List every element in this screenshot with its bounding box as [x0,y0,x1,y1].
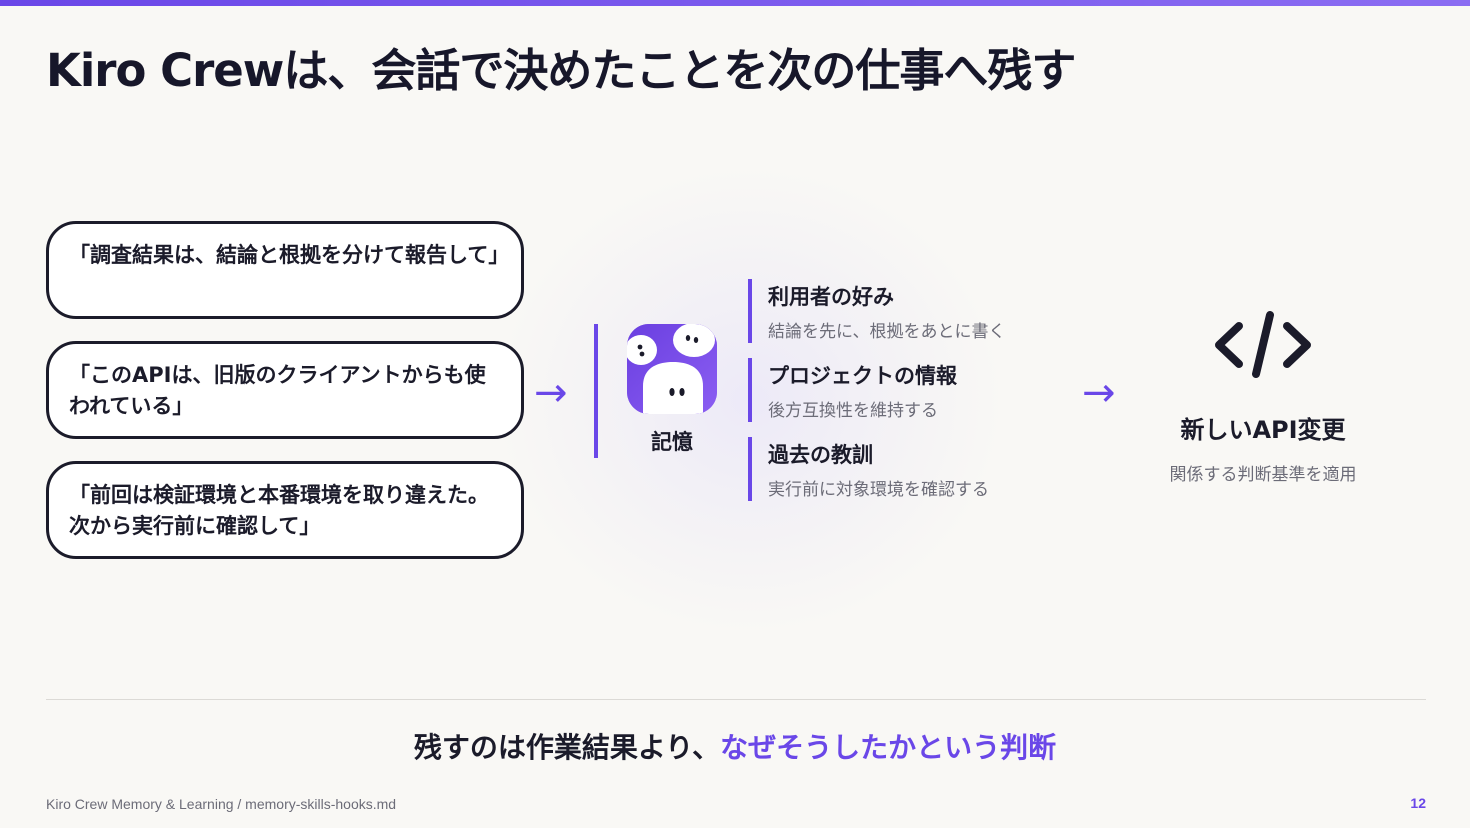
quote-list: 「調査結果は、結論と根拠を分けて報告して」 「このAPIは、旧版のクライアントか… [46,221,524,581]
result-title: 新しいAPI変更 [1180,416,1346,444]
top-accent-bar [0,0,1470,6]
footer-source: Kiro Crew Memory & Learning / memory-ski… [46,796,397,812]
ghost-app-icon-graphic [627,324,717,414]
memory-item-lessons: 過去の教訓 実行前に対象環境を確認する [748,437,1068,501]
page-number: 12 [1410,795,1426,811]
slide-title: Kiro Crewは、会話で決めたことを次の仕事へ残す [46,44,1076,97]
memory-item-title: 過去の教訓 [768,443,873,467]
memory-item-bar [748,358,752,422]
memory-label: 記憶 [651,430,693,454]
bottom-message-prefix: 残すのは作業結果より、 [413,731,721,764]
quote-card: 「前回は検証環境と本番環境を取り違えた。次から実行前に確認して」 [46,461,524,559]
memory-item-preferences: 利用者の好み 結論を先に、根拠をあとに書く [748,279,1068,343]
divider [46,699,1426,700]
memory-item-title: 利用者の好み [768,285,894,309]
bottom-message-accent: なぜそうしたかという判断 [720,731,1057,764]
memory-item-bar [748,437,752,501]
memory-item-title: プロジェクトの情報 [768,364,957,388]
code-icon [1213,310,1313,380]
memory-item-detail: 後方互換性を維持する [768,401,938,421]
result-detail: 関係する判断基準を適用 [1169,465,1357,485]
quote-card: 「このAPIは、旧版のクライアントからも使われている」 [46,341,524,439]
right-arrow-icon: → [1082,370,1116,416]
memory-bracket-line [594,324,598,458]
memory-item-project-info: プロジェクトの情報 後方互換性を維持する [748,358,1068,422]
quote-card: 「調査結果は、結論と根拠を分けて報告して」 [46,221,524,319]
memory-item-detail: 結論を先に、根拠をあとに書く [768,322,1006,342]
ghost-app-icon [627,324,717,414]
memory-item-bar [748,279,752,343]
memory-item-detail: 実行前に対象環境を確認する [768,480,989,500]
bottom-message: 残すのは作業結果より、なぜそうしたかという判断 [0,726,1470,766]
right-arrow-icon: → [534,370,568,416]
